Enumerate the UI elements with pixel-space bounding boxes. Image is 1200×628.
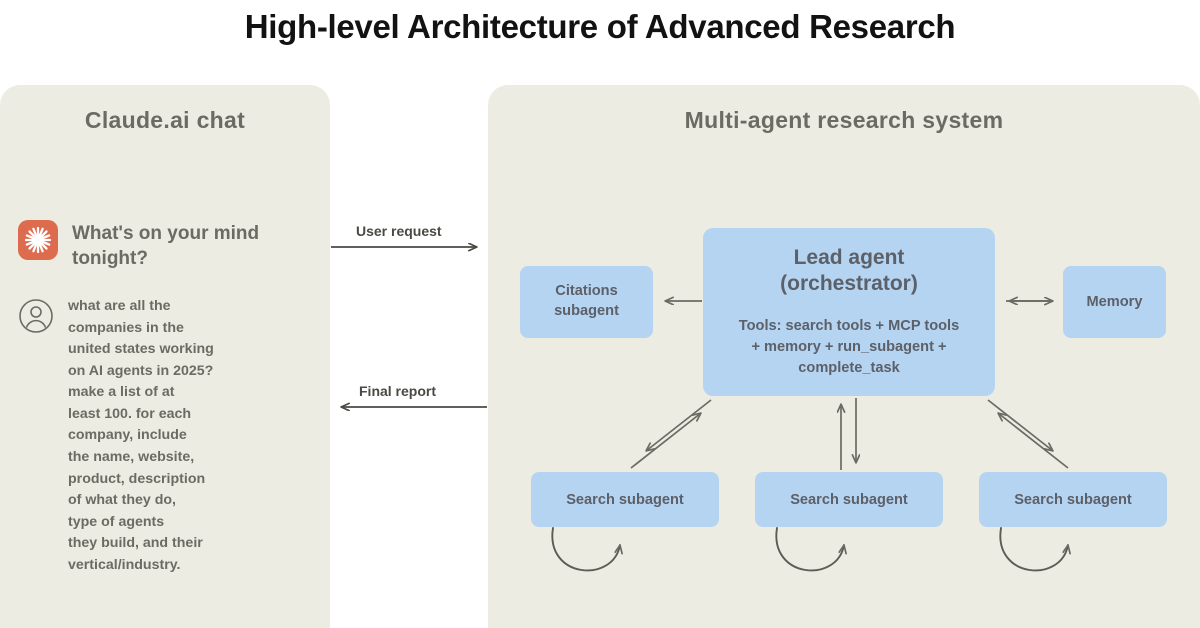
user-prompt-row: what are all the companies in the united… bbox=[18, 296, 318, 577]
memory-label: Memory bbox=[1086, 294, 1143, 310]
user-avatar-icon bbox=[18, 298, 54, 334]
page-title: High-level Architecture of Advanced Rese… bbox=[244, 8, 956, 45]
greeting-row: What's on your mind tonight? bbox=[18, 220, 313, 271]
chat-panel-title: Claude.ai chat bbox=[84, 107, 246, 133]
user-prompt-text: what are all the companies in the united… bbox=[68, 298, 214, 573]
search-subagent-label: Search subagent bbox=[566, 491, 684, 508]
node-search-subagent-2: Search subagent bbox=[755, 472, 943, 527]
chat-panel: Claude.ai chat bbox=[0, 85, 330, 628]
node-search-subagent-3: Search subagent bbox=[979, 472, 1167, 527]
lead-agent-title: Lead agent (orchestrator) bbox=[780, 245, 918, 296]
node-memory: Memory bbox=[1063, 266, 1166, 338]
node-lead-agent: Lead agent (orchestrator) Tools: search … bbox=[703, 228, 995, 396]
node-search-subagent-1: Search subagent bbox=[531, 472, 719, 527]
claude-sunburst-icon bbox=[18, 220, 58, 260]
search-subagent-label: Search subagent bbox=[790, 491, 908, 508]
lead-agent-tools: Tools: search tools + MCP tools + memory… bbox=[738, 317, 960, 377]
system-panel-title: Multi-agent research system bbox=[684, 107, 1004, 133]
edge-label-user-request: User request bbox=[356, 223, 442, 239]
node-citations-subagent: Citations subagent bbox=[520, 266, 653, 338]
search-subagent-label: Search subagent bbox=[1014, 491, 1132, 508]
greeting-text: What's on your mind tonight? bbox=[72, 223, 260, 270]
citations-subagent-label: Citations subagent bbox=[554, 283, 619, 319]
edge-label-final-report: Final report bbox=[359, 383, 437, 399]
